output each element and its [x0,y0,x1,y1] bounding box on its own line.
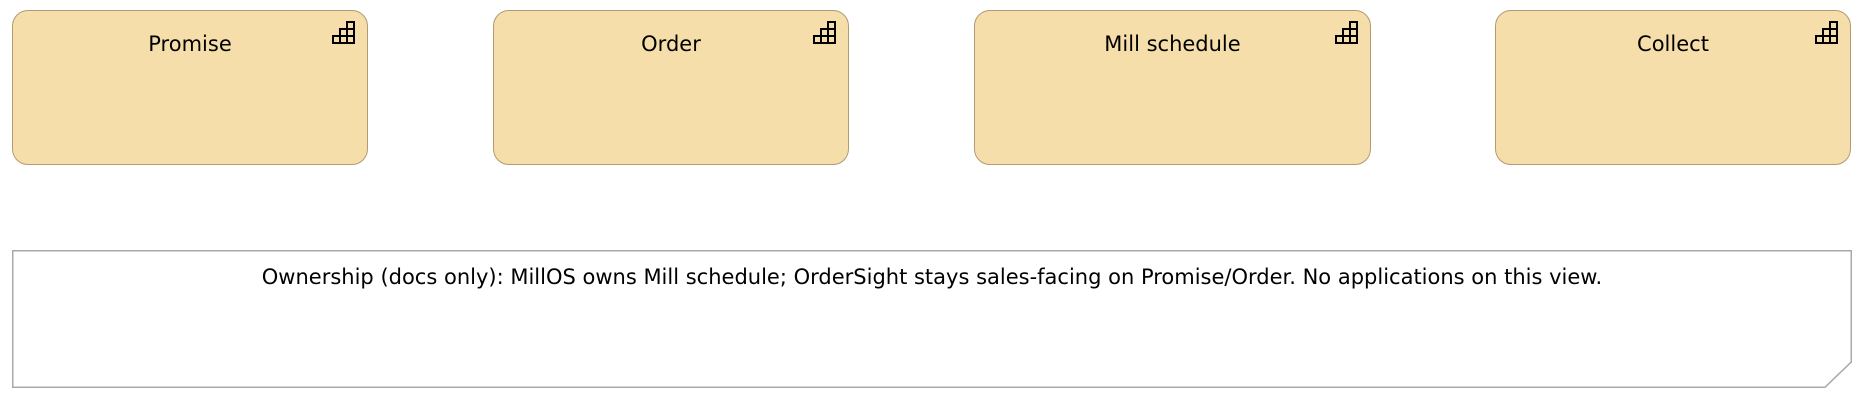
capability-collect[interactable]: Collect [1495,10,1851,165]
capability-promise[interactable]: Promise [12,10,368,165]
capability-mill-schedule[interactable]: Mill schedule [974,10,1371,165]
capability-icon [1335,21,1358,44]
note-shape [12,250,1852,388]
note-text: Ownership (docs only): MillOS owns Mill … [261,265,1603,289]
ownership-note[interactable]: Ownership (docs only): MillOS owns Mill … [12,250,1852,388]
capability-icon [1815,21,1838,44]
capability-icon [332,21,355,44]
capability-label: Order [641,32,701,56]
capability-label: Collect [1637,32,1709,56]
capability-label: Promise [148,32,232,56]
capability-icon [813,21,836,44]
capability-order[interactable]: Order [493,10,849,165]
capability-label: Mill schedule [1104,32,1241,56]
